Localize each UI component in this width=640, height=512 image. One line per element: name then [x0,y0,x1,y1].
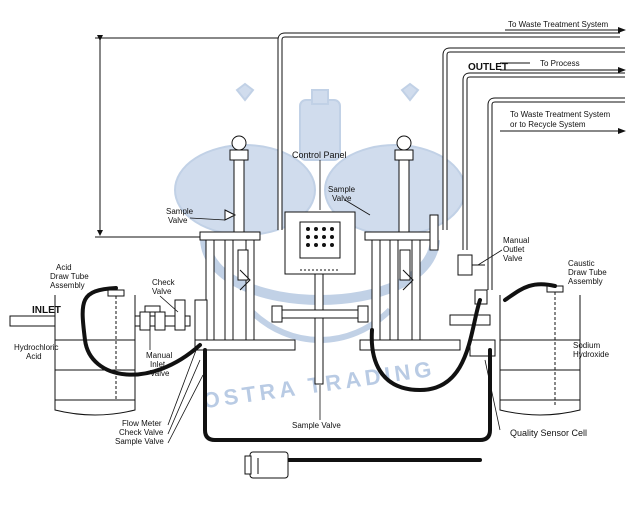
label-sodium-1: Sodium [573,341,600,350]
acid-barrel [54,289,136,416]
labels: To Waste Treatment System OUTLET To Proc… [14,20,611,446]
label-sodium-2: Hydroxide [573,350,610,359]
flow-arrows [500,27,626,134]
label-control-panel: Control Panel [292,150,347,160]
label-sample-valve-low: Sample Valve [115,437,164,446]
label-manual-outlet-2: Outlet [503,245,525,254]
label-check-valve-low: Check Valve [119,428,164,437]
quality-sensor-pump [244,451,289,479]
label-to-waste-top: To Waste Treatment System [508,20,609,29]
label-flow-meter: Flow Meter [122,419,162,428]
label-manual-inlet-3: Valve [150,369,170,378]
label-acid-draw-1: Acid [56,263,72,272]
label-sample-valve-center-2: Valve [332,194,352,203]
left-tank [194,135,296,351]
label-sample-valve-bottom: Sample Valve [292,421,341,430]
label-check-valve-1: Check [152,278,176,287]
caustic-barrel [499,285,581,416]
label-hydrochloric-1: Hydrochloric [14,343,58,352]
outlet-pipes [277,32,625,290]
right-tank [359,135,461,351]
label-sample-valve-left-2: Valve [168,216,188,225]
label-manual-inlet-1: Manual [146,351,172,360]
hoses [80,282,557,462]
label-to-waste-recycle-2: or to Recycle System [510,120,586,129]
label-caustic-3: Assembly [568,277,603,286]
control-panel [271,211,369,385]
label-quality-sensor: Quality Sensor Cell [510,428,587,438]
label-outlet: OUTLET [468,62,508,73]
label-to-process: To Process [540,59,580,68]
label-inlet: INLET [32,305,61,316]
label-check-valve-2: Valve [152,287,172,296]
label-sample-valve-center-1: Sample [328,185,356,194]
label-sample-valve-left-1: Sample [166,207,194,216]
label-manual-outlet-1: Manual [503,236,529,245]
leader-lines [149,160,503,444]
label-acid-draw-2: Draw Tube [50,272,89,281]
label-manual-inlet-2: Inlet [150,360,166,369]
label-to-waste-recycle-1: To Waste Treatment System [510,110,611,119]
label-acid-draw-3: Assembly [50,281,85,290]
label-hydrochloric-2: Acid [26,352,42,361]
label-caustic-1: Caustic [568,259,595,268]
label-manual-outlet-3: Valve [503,254,523,263]
label-caustic-2: Draw Tube [568,268,607,277]
